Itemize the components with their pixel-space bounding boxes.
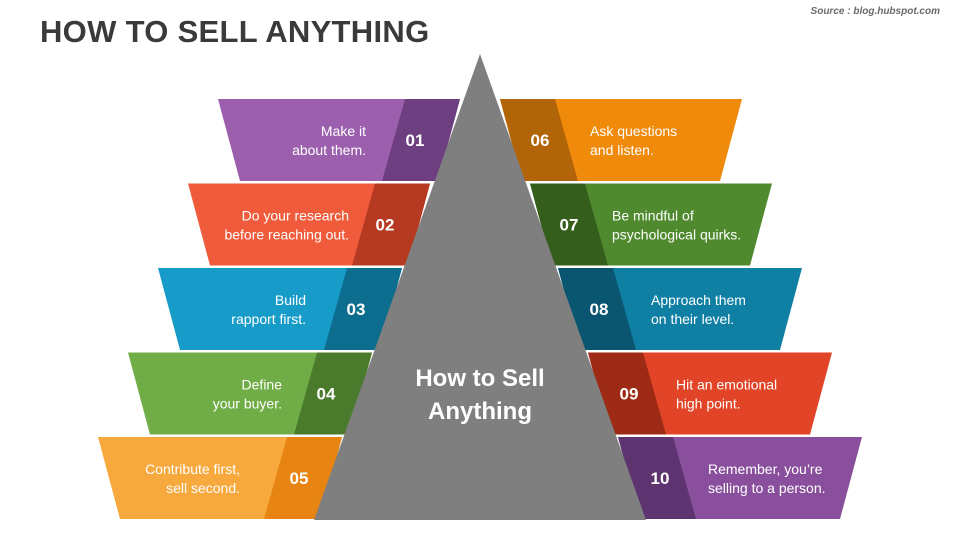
step-label: Contribute first,sell second. — [145, 461, 240, 496]
step-number-tab — [352, 183, 430, 266]
step-number: 02 — [376, 216, 395, 235]
step-number: 01 — [406, 131, 425, 150]
page-title: HOW TO SELL ANYTHING — [40, 14, 430, 49]
step-number: 08 — [590, 300, 609, 319]
step-number: 10 — [651, 469, 670, 488]
step-number: 03 — [347, 300, 366, 319]
step-number: 06 — [531, 131, 550, 150]
source-credit: Source : blog.hubspot.com — [810, 6, 940, 17]
step-number: 09 — [620, 385, 639, 404]
step-number: 07 — [560, 216, 579, 235]
step-number-tab — [382, 99, 460, 181]
step-number-tab — [530, 183, 608, 266]
pyramid — [314, 54, 646, 520]
step-number-tab — [500, 99, 578, 181]
step-left-05: Contribute first,sell second. 05 — [98, 437, 342, 519]
step-number: 05 — [290, 469, 309, 488]
step-number: 04 — [317, 385, 336, 404]
